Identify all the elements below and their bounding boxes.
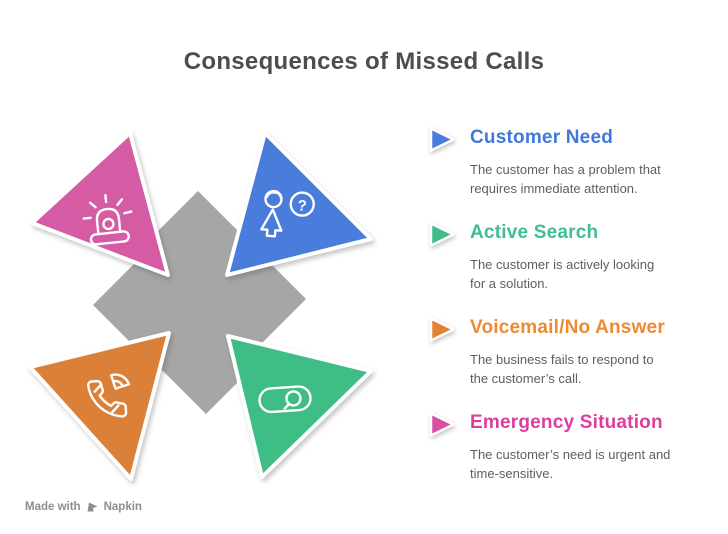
triangle-customer-need: ?	[225, 131, 373, 277]
legend-item-active-search: Active Search The customer is actively l…	[427, 220, 719, 294]
search-bar-icon	[258, 385, 312, 414]
made-with-napkin-credit: Made with Napkin	[25, 500, 142, 513]
credit-brand: Napkin	[103, 500, 142, 513]
legend-desc-active-search: The customer is actively looking for a s…	[470, 257, 655, 291]
credit-prefix: Made with	[25, 500, 81, 513]
legend-desc-emergency: The customer’s need is urgent and time-s…	[470, 447, 671, 481]
page-title: Consequences of Missed Calls	[183, 48, 545, 75]
center-star-shape	[93, 191, 306, 414]
triangle-emergency-shape	[30, 131, 170, 277]
arrow-right-icon	[429, 317, 455, 342]
arrow-right-icon	[429, 412, 455, 437]
legend-item-voicemail: Voicemail/No Answer The business fails t…	[427, 315, 719, 389]
legend-desc-customer-need: The customer has a problem that requires…	[470, 162, 661, 196]
question-mark-glyph: ?	[297, 197, 307, 215]
triangle-customer-need-shape	[225, 131, 373, 277]
person-question-icon: ?	[260, 189, 315, 238]
missed-calls-diagram: ?	[28, 131, 373, 481]
triangle-voicemail	[28, 331, 171, 481]
siren-icon	[82, 193, 133, 246]
triangle-active-search-shape	[226, 334, 373, 479]
legend-title-active-search: Active Search	[470, 222, 599, 243]
legend-desc-voicemail: The business fails to respond to the cus…	[470, 352, 654, 386]
arrow-right-icon	[429, 222, 455, 247]
triangle-emergency	[30, 131, 170, 277]
legend-title-voicemail: Voicemail/No Answer	[470, 317, 665, 338]
legend-title-customer-need: Customer Need	[470, 127, 614, 148]
phone-call-icon	[87, 373, 131, 418]
napkin-logo-icon	[87, 502, 98, 512]
triangle-active-search	[226, 334, 373, 479]
legend-item-customer-need: Customer Need The customer has a problem…	[427, 125, 719, 199]
legend-item-emergency: Emergency Situation The customer’s need …	[427, 410, 719, 484]
legend-title-emergency: Emergency Situation	[470, 412, 663, 433]
arrow-right-icon	[429, 127, 455, 152]
